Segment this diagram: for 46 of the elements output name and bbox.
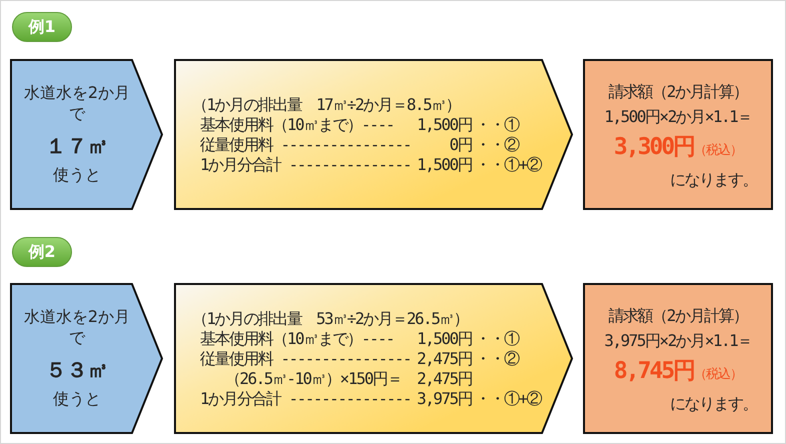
total-amount: 8,745円 [614,358,694,384]
usage-text: 使うと [53,389,101,409]
bill-heading: 請求額（2か月計算） [608,82,748,102]
example-badge: 例2 [12,237,72,267]
result-box [583,59,773,210]
reference-note: ・・①+② [475,154,542,174]
fee-label: 従量使用料 ---------------- [200,348,411,368]
fee-amount: 1,500円 [416,328,472,348]
reference-note: ・・② [475,348,518,368]
fee-label: 基本使用料（10㎥まで）---- [200,328,394,348]
fee-label: 基本使用料（10㎥まで）---- [200,114,394,134]
usage-text: 水道水を2か月で [22,306,132,348]
closing-text: になります。 [670,170,757,190]
result-box [583,283,773,434]
example-badge: 例1 [12,12,72,42]
usage-text: 水道水を2か月で [22,82,132,124]
fee-label: 1か月分合計 --------------- [200,154,411,174]
total-amount: 3,300円 [614,134,694,160]
fee-amount: 2,475円 [416,368,472,388]
chevron-box [174,59,573,210]
arrow-box [10,59,163,210]
bill-heading: 請求額（2か月計算） [608,306,748,326]
fee-amount: 1,500円 [416,154,472,174]
fee-label: 1か月分合計 --------------- [200,388,411,408]
volume-value: ５３㎥ [46,357,108,384]
usage-text: 使うと [53,165,101,185]
reference-note: ・・② [475,134,518,154]
closing-text: になります。 [670,394,757,414]
reference-note: ・・① [475,328,518,348]
fee-amount: 0円 [449,134,472,154]
calculation-formula: 3,975円×2か月×1.1＝ [604,331,752,351]
calculation-note: （1か月の排出量 17㎥÷2か月＝8.5㎥） [192,94,460,114]
calculation-formula: （26.5㎥-10㎥）×150円＝ [225,368,402,388]
reference-note: ・・①+② [475,388,542,408]
reference-note: ・・① [475,114,518,134]
fee-amount: 2,475円 [416,348,472,368]
volume-value: １７㎥ [46,133,108,160]
tax-note: （税込） [694,367,742,382]
fee-amount: 3,975円 [416,388,472,408]
chevron-box [174,283,573,434]
calculation-formula: 1,500円×2か月×1.1＝ [604,107,752,127]
calculation-note: （1か月の排出量 53㎥÷2か月＝26.5㎥） [192,308,468,328]
fee-amount: 1,500円 [416,114,472,134]
fee-label: 従量使用料 ---------------- [200,134,411,154]
tax-note: （税込） [694,143,742,158]
arrow-box [10,283,163,434]
